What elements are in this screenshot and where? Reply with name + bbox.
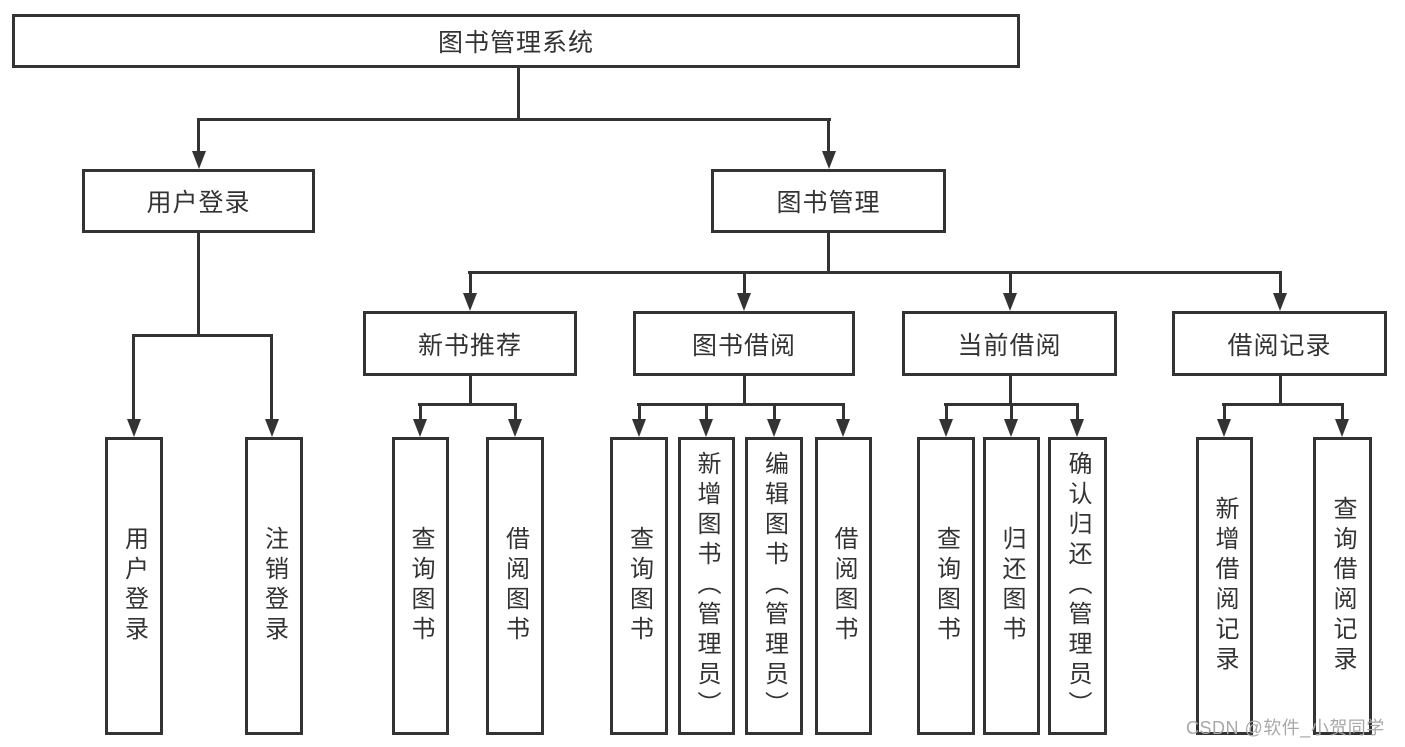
connector-line	[945, 405, 948, 421]
leaf-add-books-admin: 新增图书（管理员）	[678, 437, 735, 735]
connector-line	[270, 336, 273, 420]
node-user-login: 用户登录	[82, 169, 315, 233]
connector-line	[773, 405, 776, 421]
arrow-head	[1335, 419, 1349, 437]
leaf-return-books: 归还图书	[983, 437, 1040, 735]
connector-line	[197, 120, 200, 153]
arrow-head	[192, 151, 206, 169]
connector-line	[419, 405, 422, 421]
arrow-head	[632, 419, 646, 437]
arrow-head	[699, 419, 713, 437]
arrow-head	[1217, 419, 1231, 437]
leaf-label: 查询图书	[625, 526, 653, 646]
node-label: 新书推荐	[417, 331, 522, 360]
node-label: 图书管理系统	[437, 29, 594, 57]
node-label: 图书管理	[776, 189, 881, 217]
leaf-confirm-return-admin: 确认归还（管理员）	[1048, 437, 1107, 735]
connector-line	[637, 403, 845, 406]
leaf-label: 归还图书	[998, 526, 1025, 646]
leaf-label: 借阅图书	[501, 526, 529, 646]
arrow-head	[1273, 293, 1287, 311]
connector-line	[469, 273, 472, 295]
connector-line	[1341, 405, 1344, 421]
connector-line	[743, 376, 746, 405]
leaf-label: 注销登录	[260, 526, 288, 646]
connector-line	[1279, 273, 1282, 295]
connector-line	[1009, 376, 1012, 405]
node-current-borrowing: 当前借阅	[902, 311, 1117, 376]
leaf-label: 查询借阅记录	[1329, 496, 1356, 676]
leaf-label: 新增借阅记录	[1211, 496, 1238, 676]
connector-line	[827, 233, 830, 273]
connector-line	[197, 233, 200, 337]
connector-line	[743, 273, 746, 295]
node-book-borrowing: 图书借阅	[633, 311, 855, 376]
leaf-query-borrow-record: 查询借阅记录	[1313, 437, 1372, 735]
node-label: 用户登录	[146, 189, 251, 217]
connector-line	[514, 405, 517, 421]
connector-line	[197, 118, 831, 121]
leaf-query-books: 查询图书	[610, 437, 668, 735]
arrow-head	[836, 419, 850, 437]
arrow-head	[767, 419, 781, 437]
leaf-label: 确认归还（管理员）	[1064, 451, 1091, 721]
connector-line	[469, 376, 472, 405]
leaf-logout: 注销登录	[245, 437, 303, 735]
leaf-user-login: 用户登录	[105, 437, 163, 735]
connector-line	[1222, 403, 1344, 406]
arrow-head	[1070, 419, 1084, 437]
arrow-head	[127, 419, 141, 437]
leaf-borrow-books: 借阅图书	[815, 437, 872, 735]
arrow-head	[508, 419, 522, 437]
leaf-borrow-books: 借阅图书	[486, 437, 544, 735]
node-book-management: 图书管理	[711, 169, 946, 233]
leaf-label: 新增图书（管理员）	[693, 451, 720, 721]
arrow-head	[413, 419, 427, 437]
leaf-label: 用户登录	[120, 526, 148, 646]
arrow-head	[737, 293, 751, 311]
connector-line	[1009, 273, 1012, 295]
node-label: 当前借阅	[957, 331, 1062, 360]
arrow-head	[1004, 419, 1018, 437]
node-label: 借阅记录	[1227, 331, 1332, 360]
connector-line	[1076, 405, 1079, 421]
leaf-edit-books-admin: 编辑图书（管理员）	[745, 437, 803, 735]
leaf-query-books: 查询图书	[392, 437, 449, 735]
connector-line	[132, 336, 135, 420]
leaf-label: 查询图书	[407, 526, 434, 646]
leaf-label: 编辑图书（管理员）	[760, 451, 788, 721]
connector-line	[827, 120, 830, 153]
arrow-head	[463, 293, 477, 311]
connector-line	[132, 334, 273, 337]
connector-line	[1010, 405, 1013, 421]
leaf-label: 借阅图书	[830, 526, 857, 646]
connector-line	[517, 66, 520, 120]
connector-line	[705, 405, 708, 421]
arrow-head	[822, 151, 836, 169]
node-label: 图书借阅	[691, 331, 796, 360]
leaf-add-borrow-record: 新增借阅记录	[1196, 437, 1253, 735]
arrow-head	[939, 419, 953, 437]
connector-line	[638, 405, 641, 421]
arrow-head	[1003, 293, 1017, 311]
connector-line	[1279, 376, 1282, 405]
node-new-book-recommend: 新书推荐	[363, 311, 577, 376]
leaf-label: 查询图书	[932, 526, 960, 646]
connector-line	[418, 403, 517, 406]
arrow-head	[265, 419, 279, 437]
connector-line	[1223, 405, 1226, 421]
leaf-query-books: 查询图书	[917, 437, 975, 735]
connector-line	[944, 403, 1079, 406]
csdn-watermark: CSDN @软件_小贺同学	[1186, 718, 1385, 738]
connector-line	[842, 405, 845, 421]
node-library-management-system: 图书管理系统	[12, 14, 1020, 68]
connector-line	[468, 271, 1282, 274]
node-borrow-records: 借阅记录	[1172, 311, 1387, 376]
